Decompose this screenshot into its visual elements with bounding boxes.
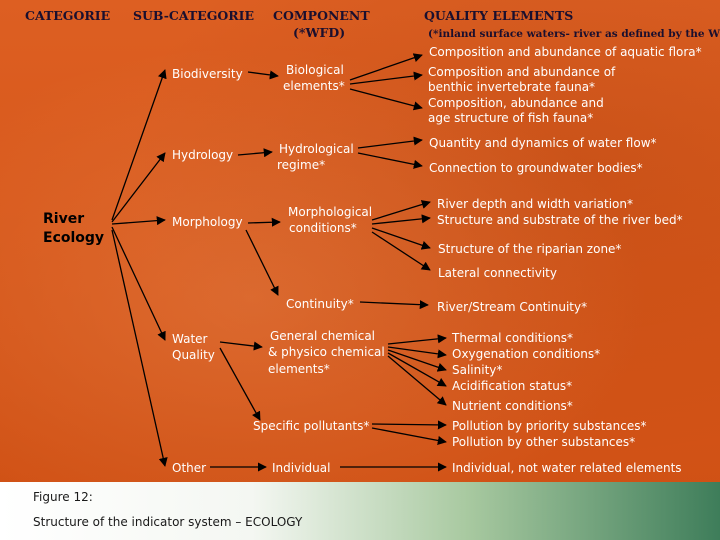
quality-riparian-zone: Structure of the riparian zone*: [438, 242, 622, 256]
quality-nutrients: Nutrient conditions*: [452, 399, 573, 413]
quality-priority-substances: Pollution by priority substances*: [452, 419, 647, 433]
component-hydrological-1: Hydrological: [279, 142, 354, 156]
header-note: (*inland surface waters- river as define…: [428, 28, 720, 40]
header-categorie: CATEGORIE: [25, 8, 111, 23]
quality-continuity: River/Stream Continuity*: [437, 300, 588, 314]
quality-fish-2: age structure of fish fauna*: [428, 111, 594, 125]
component-general-chem-3: elements*: [268, 362, 330, 376]
component-biological-2: elements*: [283, 79, 345, 93]
quality-invertebrate-2: benthic invertebrate fauna*: [428, 80, 596, 94]
quality-individual-elements: Individual, not water related elements: [452, 461, 682, 475]
component-general-chem-2: & physico chemical: [268, 345, 385, 359]
quality-thermal: Thermal conditions*: [452, 331, 573, 345]
component-individual: Individual: [272, 461, 331, 475]
subcategory-quality: Quality: [172, 348, 215, 362]
quality-acidification: Acidification status*: [452, 379, 573, 393]
quality-other-substances: Pollution by other substances*: [452, 435, 636, 449]
subcategory-biodiversity: Biodiversity: [172, 67, 243, 81]
quality-salinity: Salinity*: [452, 363, 503, 377]
component-hydrological-2: regime*: [277, 158, 326, 172]
quality-lateral-connectivity: Lateral connectivity: [438, 266, 557, 280]
quality-water-flow: Quantity and dynamics of water flow*: [429, 136, 657, 150]
header-sub-categorie: SUB-CATEGORIE: [133, 8, 255, 23]
caption-band: Figure 12: Structure of the indicator sy…: [0, 482, 720, 540]
subcategory-water: Water: [172, 332, 208, 346]
component-morphological-1: Morphological: [288, 205, 373, 219]
figure-number: Figure 12:: [33, 490, 93, 504]
quality-invertebrate-1: Composition and abundance of: [428, 65, 616, 79]
header-quality-elements: QUALITY ELEMENTS: [424, 8, 574, 23]
component-morphological-2: conditions*: [289, 221, 357, 235]
quality-depth-width: River depth and width variation*: [437, 197, 633, 211]
component-general-chem-1: General chemical: [270, 329, 375, 343]
component-biological-1: Biological: [286, 63, 344, 77]
header-component-wfd: (*WFD): [293, 25, 346, 40]
subcategory-other: Other: [172, 461, 207, 475]
subcategory-morphology: Morphology: [172, 215, 243, 229]
category-river: River: [43, 211, 85, 227]
figure-title: Structure of the indicator system – ECOL…: [33, 515, 303, 529]
subcategory-hydrology: Hydrology: [172, 148, 234, 162]
quality-fish-1: Composition, abundance and: [428, 96, 604, 110]
quality-flora: Composition and abundance of aquatic flo…: [429, 45, 702, 59]
category-ecology: Ecology: [43, 230, 105, 246]
quality-oxygenation: Oxygenation conditions*: [452, 347, 601, 361]
component-continuity: Continuity*: [286, 297, 354, 311]
quality-groundwater: Connection to groundwater bodies*: [429, 161, 643, 175]
quality-river-bed: Structure and substrate of the river bed…: [437, 213, 683, 227]
component-specific-pollutants: Specific pollutants*: [253, 419, 370, 433]
header-component: COMPONENT: [273, 8, 370, 23]
